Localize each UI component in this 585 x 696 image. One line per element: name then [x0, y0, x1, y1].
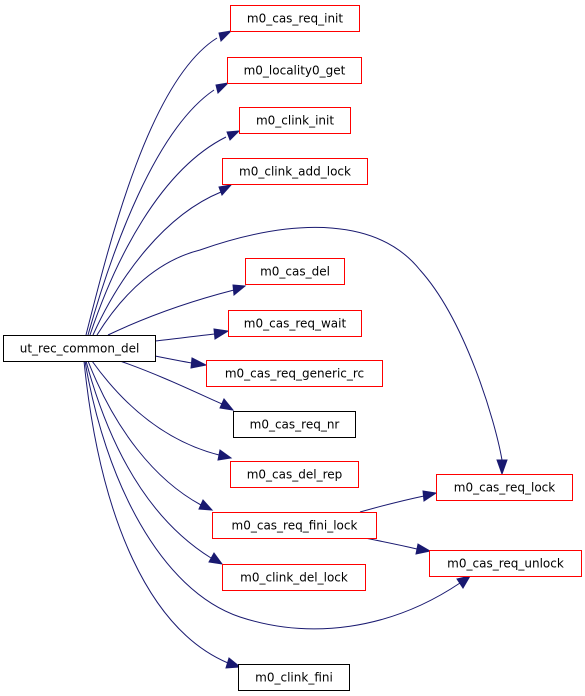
node-box: [436, 474, 573, 501]
arrowhead: [218, 184, 233, 196]
node-label: ut_rec_common_del: [20, 342, 140, 356]
arrowhead: [219, 398, 235, 411]
nodes-layer: ut_rec_common_del m0_cas_req_init m0_local…: [3, 5, 582, 691]
node-m0_clink_add_lock[interactable]: m0_clink_add_lock: [222, 158, 368, 185]
edge-line: [83, 360, 229, 664]
edge-ut_rec_common_del-to-m0_cas_req_lock: [96, 226, 508, 476]
node-box: [245, 258, 345, 285]
node-m0_cas_req_init[interactable]: m0_cas_req_init: [230, 5, 360, 32]
arrowhead: [198, 499, 214, 511]
edge-ut_rec_common_del-to-m0_cas_req_wait: [154, 328, 230, 342]
node-m0_clink_fini: m0_clink_fini: [238, 664, 350, 691]
edge-ut_rec_common_del-to-m0_clink_init: [89, 130, 241, 336]
node-box: [238, 664, 350, 691]
node-m0_cas_req_lock[interactable]: m0_cas_req_lock: [436, 474, 573, 501]
edge-ut_rec_common_del-to-m0_cas_del_rep: [91, 360, 233, 461]
node-box: [222, 564, 366, 591]
arrowhead: [213, 328, 230, 340]
edge-ut_rec_common_del-to-m0_cas_req_unlock: [84, 360, 472, 630]
node-box: [212, 512, 377, 539]
node-label: m0_cas_req_generic_rc: [225, 367, 364, 381]
edge-line: [87, 360, 202, 506]
node-label: m0_clink_del_lock: [240, 571, 348, 585]
arrowhead: [415, 543, 432, 555]
node-m0_cas_del[interactable]: m0_cas_del: [245, 258, 345, 285]
node-box: [228, 310, 362, 337]
node-box: [206, 360, 383, 387]
node-box: [429, 550, 582, 577]
node-box: [239, 107, 351, 134]
edge-line: [96, 226, 503, 461]
edge-m0_cas_req_fini_lock-to-m0_cas_req_lock: [359, 490, 438, 513]
node-m0_cas_req_unlock[interactable]: m0_cas_req_unlock: [429, 550, 582, 577]
node-label: m0_cas_del_rep: [247, 468, 343, 482]
node-m0_cas_del_rep[interactable]: m0_cas_del_rep: [230, 461, 359, 488]
node-label: m0_clink_add_lock: [239, 165, 351, 179]
node-label: m0_cas_req_lock: [454, 481, 555, 495]
node-m0_clink_init[interactable]: m0_clink_init: [239, 107, 351, 134]
arrowhead: [217, 449, 233, 461]
edge-ut_rec_common_del-to-m0_cas_req_fini_lock: [87, 360, 214, 511]
node-box: [3, 335, 156, 362]
arrowhead: [232, 284, 247, 296]
edges-layer: [83, 30, 508, 669]
edge-line: [364, 537, 418, 550]
node-m0_clink_del_lock[interactable]: m0_clink_del_lock: [222, 564, 366, 591]
edge-line: [91, 360, 220, 456]
edge-line: [154, 333, 216, 342]
edge-line: [154, 355, 193, 364]
arrowhead: [456, 575, 472, 589]
edge-ut_rec_common_del-to-m0_clink_add_lock: [92, 184, 233, 336]
node-label: m0_cas_req_init: [247, 12, 343, 26]
node-box: [230, 461, 359, 488]
node-label: m0_cas_del: [260, 265, 330, 279]
node-box: [233, 411, 356, 438]
node-m0_locality0_get[interactable]: m0_locality0_get: [227, 57, 362, 84]
edge-ut_rec_common_del-to-m0_cas_req_generic_rc: [154, 355, 208, 369]
node-label: m0_cas_req_unlock: [447, 557, 564, 571]
edge-ut_rec_common_del-to-m0_clink_del_lock: [85, 360, 224, 565]
arrowhead: [225, 657, 242, 669]
node-label: m0_cas_req_wait: [244, 317, 347, 331]
edge-line: [85, 37, 218, 336]
node-m0_cas_req_fini_lock[interactable]: m0_cas_req_fini_lock: [212, 512, 377, 539]
arrowhead: [208, 552, 224, 565]
edge-line: [119, 360, 223, 405]
arrowhead: [215, 82, 230, 94]
edge-ut_rec_common_del-to-m0_cas_del: [107, 284, 247, 336]
arrowhead: [496, 459, 508, 476]
node-label: m0_clink_fini: [255, 671, 333, 685]
node-box: [227, 57, 362, 84]
node-label: m0_cas_req_nr: [250, 418, 340, 432]
edge-ut_rec_common_del-to-m0_cas_req_nr: [119, 360, 235, 411]
arrowhead: [226, 130, 241, 141]
arrowhead: [422, 490, 438, 502]
edge-line: [359, 495, 425, 513]
node-m0_cas_req_wait[interactable]: m0_cas_req_wait: [228, 310, 362, 337]
node-box: [230, 5, 360, 32]
arrowhead: [218, 30, 233, 42]
node-label: m0_cas_req_fini_lock: [232, 519, 358, 533]
edge-ut_rec_common_del-to-m0_locality0_get: [87, 82, 230, 336]
edge-ut_rec_common_del-to-m0_cas_req_init: [85, 30, 233, 336]
arrowhead: [190, 357, 208, 369]
edge-m0_cas_req_fini_lock-to-m0_cas_req_unlock: [364, 537, 432, 555]
edge-line: [107, 289, 235, 336]
node-label: m0_clink_init: [256, 114, 334, 128]
edge-line: [84, 360, 461, 630]
node-m0_cas_req_nr: m0_cas_req_nr: [233, 411, 356, 438]
node-label: m0_locality0_get: [244, 64, 346, 78]
node-m0_cas_req_generic_rc[interactable]: m0_cas_req_generic_rc: [206, 360, 383, 387]
node-box: [222, 158, 368, 185]
edge-line: [92, 191, 222, 336]
edge-line: [87, 89, 215, 336]
node-ut_rec_common_del: ut_rec_common_del: [3, 335, 156, 362]
edge-line: [85, 360, 212, 559]
edge-ut_rec_common_del-to-m0_clink_fini: [83, 360, 242, 669]
edge-line: [89, 136, 227, 336]
